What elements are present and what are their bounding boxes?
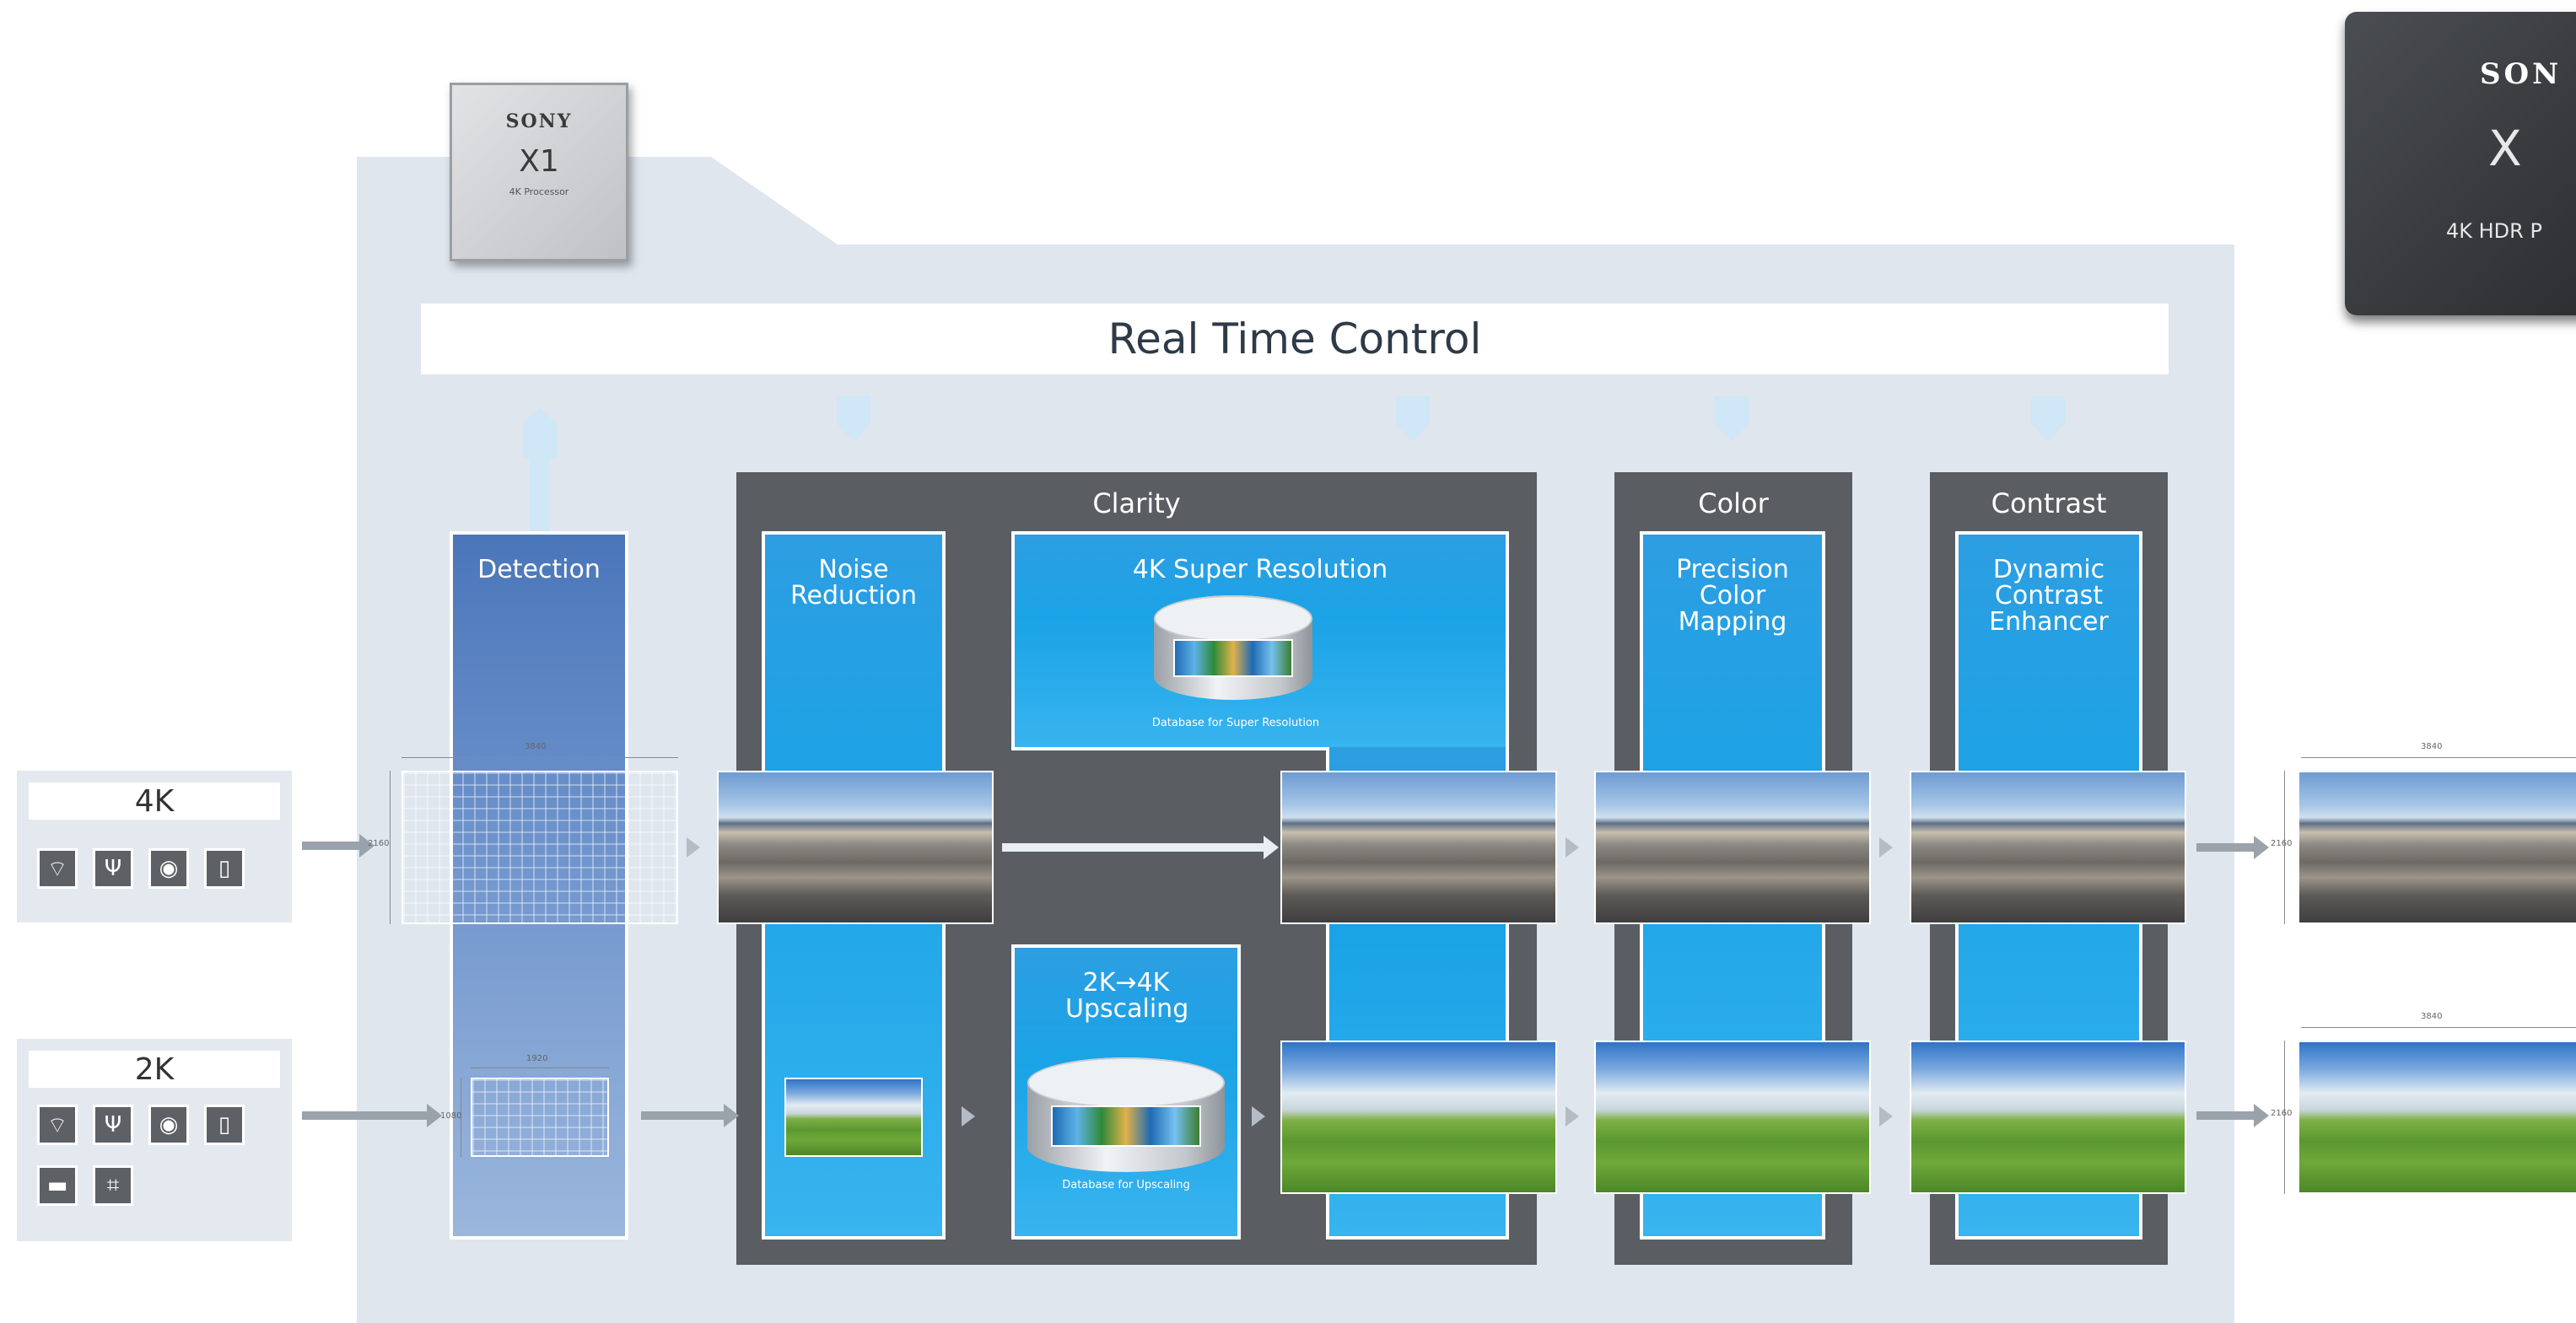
chip-brand: SONY [505, 110, 573, 132]
disc-player-icon: ◉ [148, 848, 189, 889]
real-time-control-label: Real Time Control [1107, 315, 1482, 363]
detection-2k-image [471, 1078, 609, 1157]
super-resolution-database-caption: Database for Super Resolution [1151, 717, 1320, 729]
color-2k-image [1594, 1041, 1871, 1194]
flow-arrow [687, 837, 700, 858]
real-time-control-bar: Real Time Control [421, 304, 2169, 374]
output-4k-arrow [2196, 836, 2269, 859]
flow-arrow [1252, 1106, 1265, 1127]
chip-subtitle: 4K Processor [509, 186, 569, 197]
output-4k-height: 2160 [2271, 839, 2293, 848]
flow-arrow [1566, 1106, 1579, 1127]
flow-arrow [1879, 837, 1893, 858]
bypass-arrow [1002, 836, 1279, 859]
contrast-4k-image [1910, 771, 2186, 924]
satellite-dish-icon: ⌔ [37, 848, 78, 889]
output-4k-width: 3840 [2421, 742, 2443, 751]
color-4k-image [1594, 771, 1871, 924]
color-title: Color [1698, 487, 1769, 519]
contrast-2k-image [1910, 1041, 2186, 1194]
chip-model: X1 [519, 144, 559, 179]
input-2k-arrow [302, 1104, 442, 1127]
antenna-icon: Ψ [93, 848, 133, 889]
detection-4k-image [401, 771, 678, 924]
detection-2k-width: 1920 [526, 1054, 548, 1063]
noise-reduction-title: Noise Reduction [790, 555, 917, 610]
disc-player-icon: ◉ [148, 1105, 189, 1145]
smartphone-icon: ▯ [204, 1105, 245, 1145]
detection-2k-height: 1080 [440, 1111, 462, 1121]
game-console-icon: ⌗ [93, 1165, 133, 1206]
satellite-dish-icon: ⌔ [37, 1105, 78, 1145]
flow-arrow-2k [641, 1104, 739, 1127]
input-4k-label: 4K [29, 783, 280, 820]
output-2k-height: 2160 [2271, 1109, 2293, 1118]
flow-arrow [1879, 1106, 1893, 1127]
detection-4k-height: 2160 [368, 839, 390, 848]
output-2k-arrow [2196, 1104, 2269, 1127]
super-resolution-4k-image [1280, 771, 1557, 924]
flow-arrow [962, 1106, 975, 1127]
noise-reduction-2k-image [784, 1078, 923, 1157]
x1-chip-small: SONY X1 4K Processor [450, 83, 628, 261]
super-resolution-title: 4K Super Resolution [1132, 555, 1388, 584]
clarity-title: Clarity [1092, 487, 1181, 519]
super-resolution-database-icon [1154, 595, 1312, 700]
super-resolution-box: 4K Super Resolution [1011, 531, 1509, 750]
upscaling-title: 2K→4K Upscaling [1065, 968, 1189, 1024]
smartphone-icon: ▯ [204, 848, 245, 889]
flow-arrow [1566, 837, 1579, 858]
x1-chip-large: SON X 4K HDR P [2345, 12, 2576, 315]
super-resolution-2k-image [1280, 1041, 1557, 1194]
color-mapping-title: Precision Color Mapping [1676, 555, 1789, 637]
contrast-enhancer-title: Dynamic Contrast Enhancer [1989, 555, 2109, 637]
set-top-box-icon: ▬ [37, 1165, 78, 1206]
detection-feedback-stem [530, 455, 550, 533]
upscaling-database-caption: Database for Upscaling [1062, 1179, 1190, 1191]
input-2k-box: 2K ⌔ Ψ ◉ ▯ ▬ ⌗ [17, 1039, 292, 1241]
input-2k-label: 2K [29, 1051, 280, 1088]
detection-column: Detection [450, 531, 628, 1240]
chip-large-brand: SON [2480, 57, 2563, 91]
upscaling-database-icon [1027, 1057, 1225, 1172]
antenna-icon: Ψ [93, 1105, 133, 1145]
noise-reduction-4k-image [717, 771, 994, 924]
contrast-title: Contrast [1991, 487, 2107, 519]
chip-large-subtitle: 4K HDR P [2446, 219, 2542, 243]
chip-large-model: X [2488, 120, 2522, 177]
input-4k-arrow [302, 834, 375, 858]
output-2k-width: 3840 [2421, 1012, 2443, 1021]
output-4k-image [2298, 771, 2576, 924]
detection-title: Detection [477, 555, 601, 584]
output-2k-image [2298, 1041, 2576, 1194]
detection-4k-width: 3840 [525, 742, 547, 751]
input-4k-box: 4K ⌔ Ψ ◉ ▯ [17, 771, 292, 922]
